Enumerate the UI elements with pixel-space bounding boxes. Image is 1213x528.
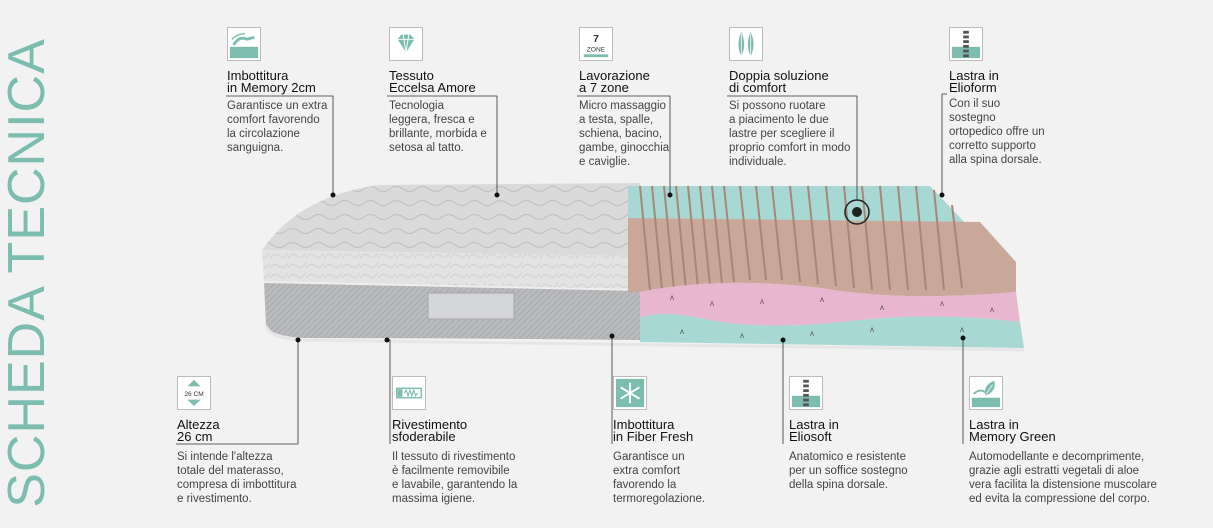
svg-text:ʌ: ʌ — [880, 303, 884, 312]
svg-text:ʌ: ʌ — [710, 299, 714, 308]
seven-zone-icon-label: ZONE — [587, 47, 606, 54]
feathers-icon — [729, 27, 763, 61]
svg-text:ʌ: ʌ — [680, 327, 684, 336]
feature-description-memory-green: Automodellante e decomprimente,grazie ag… — [969, 451, 1157, 505]
memory-foam-hand-icon — [227, 27, 261, 61]
svg-text:ʌ: ʌ — [760, 297, 764, 306]
svg-text:ʌ: ʌ — [820, 295, 824, 304]
svg-text:ʌ: ʌ — [940, 299, 944, 308]
zipper-icon — [392, 376, 426, 410]
spine-icon — [949, 27, 983, 61]
leaf-hand-icon — [969, 376, 1003, 410]
height-icon: 26 CM — [177, 376, 211, 410]
svg-text:ʌ: ʌ — [740, 331, 744, 340]
diamond-icon — [389, 27, 423, 61]
svg-text:ʌ: ʌ — [670, 293, 674, 302]
svg-text:ʌ: ʌ — [990, 305, 994, 314]
svg-text:ʌ: ʌ — [810, 329, 814, 338]
spine-icon — [789, 376, 823, 410]
snowflake-icon — [613, 376, 647, 410]
svg-text:ʌ: ʌ — [870, 325, 874, 334]
height-icon-label: 26 CM — [184, 391, 203, 398]
svg-text:ʌ: ʌ — [960, 325, 964, 334]
seven-zone-icon-number: 7 — [593, 34, 599, 45]
